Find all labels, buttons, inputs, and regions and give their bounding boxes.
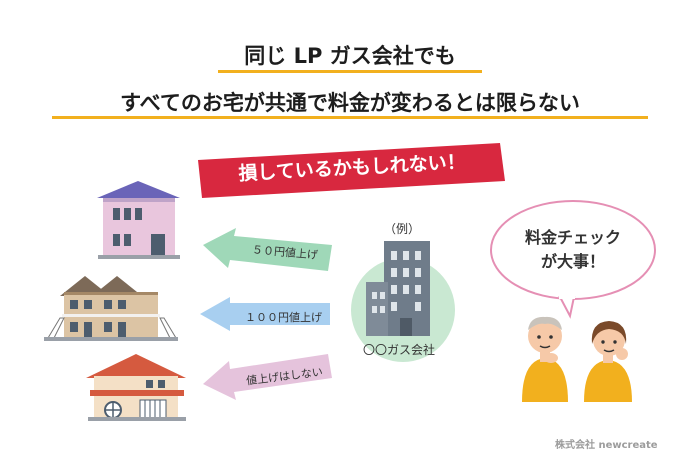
title-underline-2 bbox=[52, 116, 648, 119]
title-line-2: すべてのお宅が共通で料金が変わるとは限らない bbox=[120, 91, 580, 115]
warning-banner-shape bbox=[198, 143, 505, 198]
title-line-1: 同じ LP ガス会社でも bbox=[244, 44, 456, 68]
company-name: 〇〇ガス会社 bbox=[363, 343, 436, 357]
speech-bubble bbox=[490, 200, 656, 319]
title-underline-1 bbox=[218, 70, 482, 73]
speech-bubble-line-2: が大事！ bbox=[540, 252, 605, 271]
arrow-pink bbox=[203, 354, 332, 400]
arrow-blue bbox=[200, 297, 330, 331]
house-pink-illustration bbox=[97, 181, 180, 259]
company-building-illustration bbox=[366, 241, 430, 336]
person-man-illustration bbox=[522, 316, 568, 402]
person-woman-illustration bbox=[584, 321, 632, 402]
example-label: （例） bbox=[384, 222, 421, 236]
arrow-label-100yen: １００円値上げ bbox=[245, 311, 322, 324]
house-apartment-illustration bbox=[44, 276, 178, 341]
house-redroof-illustration bbox=[86, 354, 186, 421]
speech-bubble-line-1: 料金チェック bbox=[524, 228, 621, 247]
footer-brand: 株式会社 newcreate bbox=[555, 440, 658, 451]
arrow-green bbox=[203, 228, 332, 271]
